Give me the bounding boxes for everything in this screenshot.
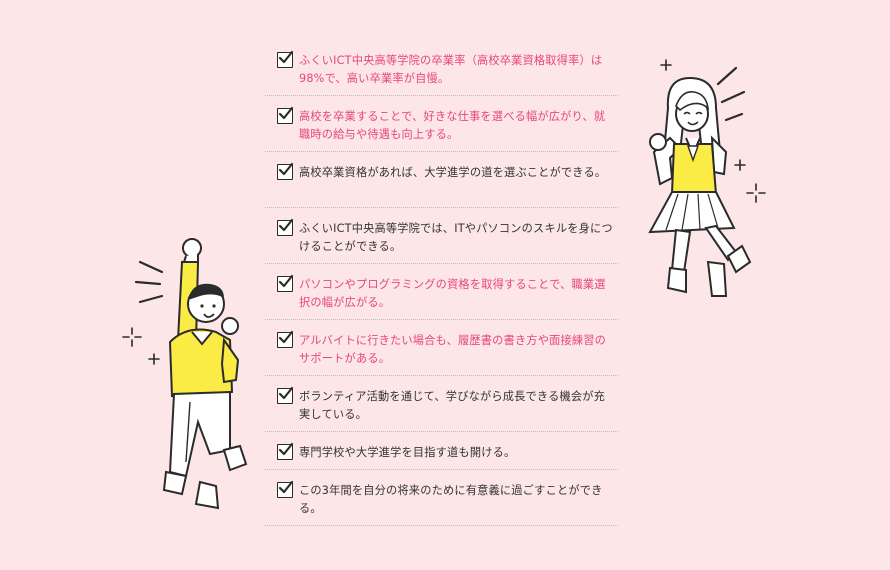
checkmark-icon <box>278 442 294 456</box>
checkbox-checked <box>277 50 294 68</box>
list-item-text: ふくいICT中央高等学院の卒業率（高校卒業資格取得率）は98%で、高い卒業率が自… <box>299 54 603 85</box>
checkbox-checked <box>277 106 294 124</box>
checkmark-icon <box>278 50 294 64</box>
checkmark-icon <box>278 162 294 176</box>
list-item-text: この3年間を自分の将来のために有意義に過ごすことができる。 <box>299 484 603 515</box>
list-item-text: 高校卒業資格があれば、大学進学の道を選ぶことができる。 <box>299 166 607 179</box>
plus-icon <box>660 59 746 171</box>
boy-jumping-illustration <box>122 238 248 510</box>
checkmark-icon <box>278 106 294 120</box>
checkmark-icon <box>278 330 294 344</box>
checkbox-checked <box>277 480 294 498</box>
list-item: アルバイトに行きたい場合も、履歴書の書き方や面接練習のサポートがある。 <box>265 320 618 376</box>
checkmark-icon <box>278 274 294 288</box>
list-item: 専門学校や大学進学を目指す道も開ける。 <box>265 432 618 470</box>
checkbox-checked <box>277 218 294 236</box>
list-item-text: アルバイトに行きたい場合も、履歴書の書き方や面接練習のサポートがある。 <box>299 334 607 365</box>
benefits-checklist: ふくいICT中央高等学院の卒業率（高校卒業資格取得率）は98%で、高い卒業率が自… <box>265 40 618 526</box>
checkmark-icon <box>278 480 294 494</box>
list-item: この3年間を自分の将来のために有意義に過ごすことができる。 <box>265 470 618 526</box>
sparkle-icon <box>122 327 142 347</box>
checkbox-checked <box>277 330 294 348</box>
list-item: ふくいICT中央高等学院の卒業率（高校卒業資格取得率）は98%で、高い卒業率が自… <box>265 40 618 96</box>
checkbox-checked <box>277 386 294 404</box>
list-item: ボランティア活動を通じて、学びながら成長できる機会が充実している。 <box>265 376 618 432</box>
checkmark-icon <box>278 218 294 232</box>
checkbox-checked <box>277 162 294 180</box>
list-item: 高校卒業資格があれば、大学進学の道を選ぶことができる。 <box>265 152 618 208</box>
list-item: パソコンやプログラミングの資格を取得することで、職業選択の幅が広がる。 <box>265 264 618 320</box>
checkmark-icon <box>278 386 294 400</box>
girl-jumping-illustration <box>648 59 766 297</box>
list-item-text: ボランティア活動を通じて、学びながら成長できる機会が充実している。 <box>299 390 606 421</box>
checkbox-checked <box>277 442 294 460</box>
list-item-text: 高校を卒業することで、好きな仕事を選べる幅が広がり、就職時の給与や待遇も向上する… <box>299 110 606 141</box>
list-item-text: 専門学校や大学進学を目指す道も開ける。 <box>299 446 516 459</box>
checkbox-checked <box>277 274 294 292</box>
sparkle-icon <box>746 183 766 203</box>
list-item: 高校を卒業することで、好きな仕事を選べる幅が広がり、就職時の給与や待遇も向上する… <box>265 96 618 152</box>
list-item: ふくいICT中央高等学院では、ITやパソコンのスキルを身につけることができる。 <box>265 208 618 264</box>
plus-icon <box>148 353 160 365</box>
list-item-text: ふくいICT中央高等学院では、ITやパソコンのスキルを身につけることができる。 <box>299 222 613 253</box>
list-item-text: パソコンやプログラミングの資格を取得することで、職業選択の幅が広がる。 <box>299 278 606 309</box>
